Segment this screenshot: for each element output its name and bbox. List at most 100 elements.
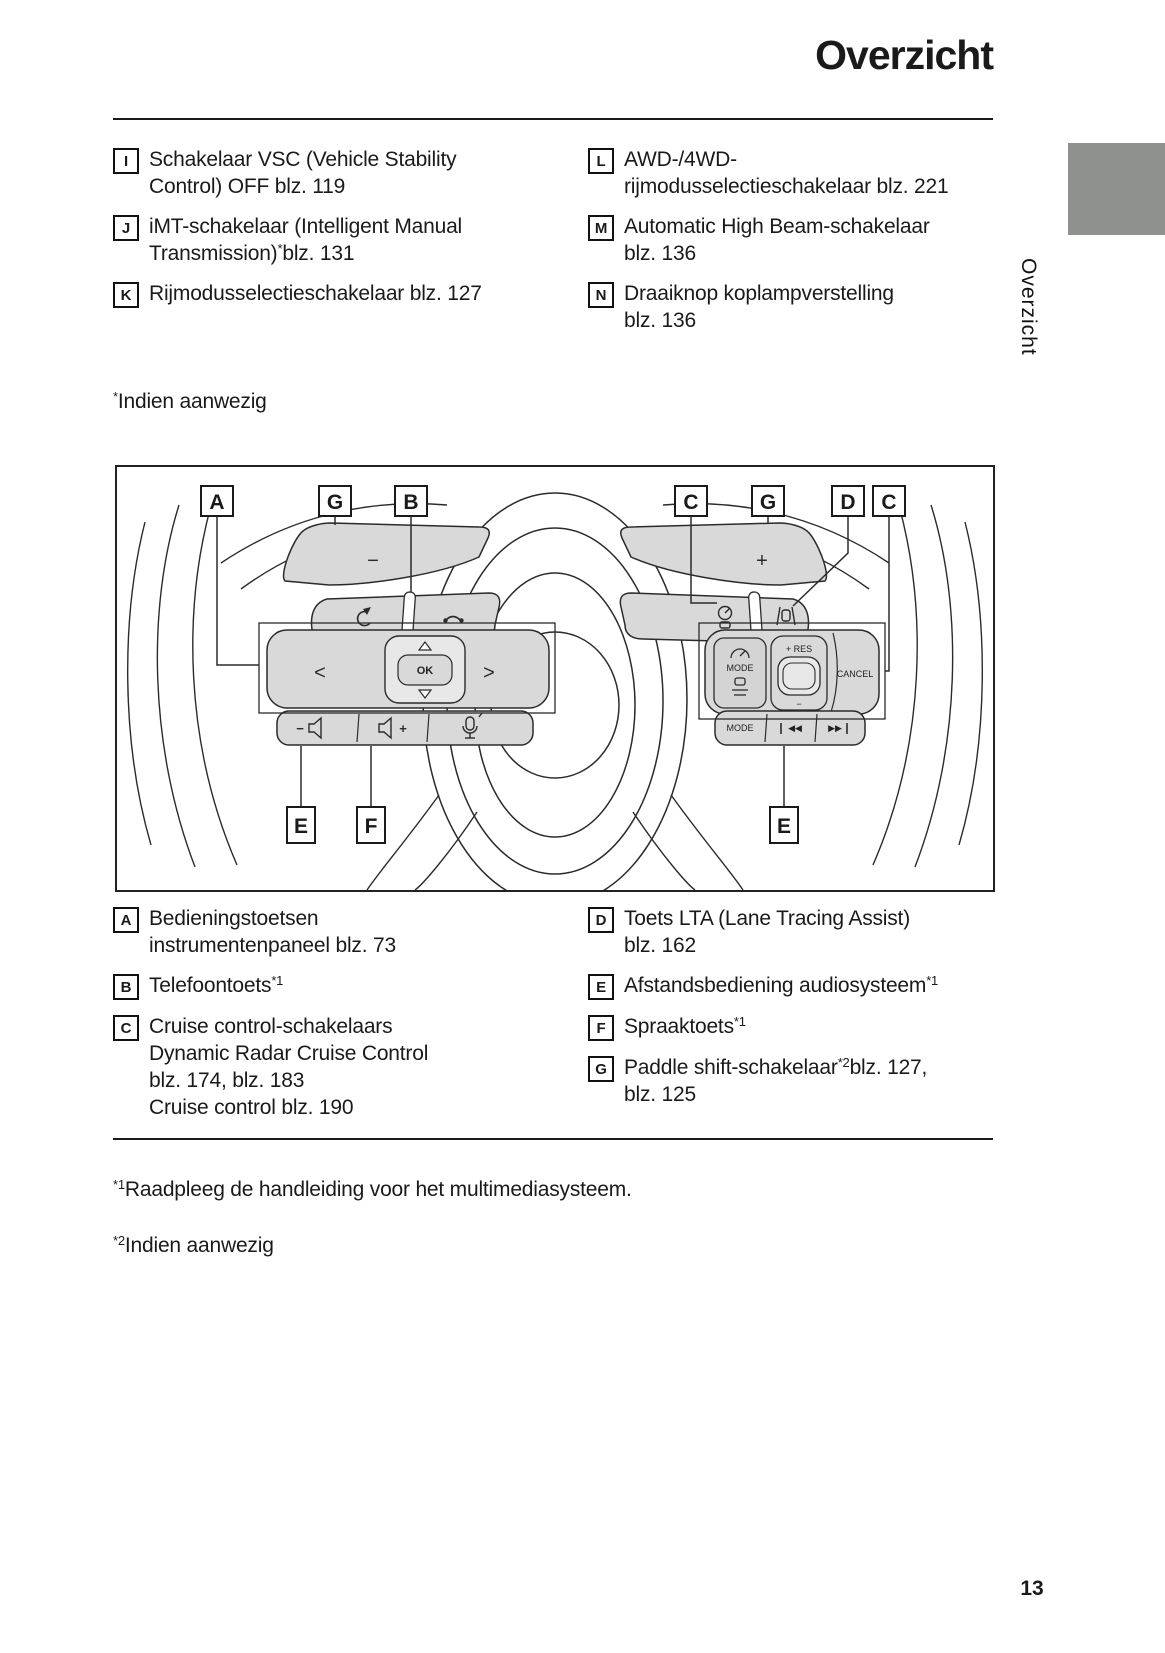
- paddle-shift-up: [619, 522, 828, 586]
- vehicle-distance-icon: [732, 677, 748, 696]
- next-track-icon: ▶▶: [828, 723, 842, 733]
- legend-text: Rijmodusselectieschakelaar blz. 127: [149, 282, 482, 305]
- speaker-icon: [308, 716, 322, 740]
- legend-key-box: K: [113, 282, 139, 308]
- footnote-1: *1Raadpleeg de handleiding voor het mult…: [113, 1177, 632, 1201]
- legend-key-box: A: [113, 907, 139, 933]
- footnote-2: *2Indien aanwezig: [113, 1233, 274, 1257]
- legend-key-box: G: [588, 1056, 614, 1082]
- asterisk-note: *Indien aanwezig: [113, 389, 267, 413]
- svg-text:D: D: [840, 491, 855, 514]
- lane-tracing-assist-icon: [776, 606, 796, 626]
- paddle-minus-label: −: [367, 550, 379, 572]
- svg-text:E: E: [777, 815, 791, 838]
- ok-button: [397, 654, 453, 686]
- chapter-tab-marker: [1068, 143, 1165, 235]
- steering-wheel-rim: [126, 494, 984, 890]
- cancel-label: CANCEL: [837, 669, 874, 679]
- steering-wheel-diagram: − + < > OK: [126, 485, 984, 890]
- cruise-assist-icon: [717, 605, 733, 629]
- divider-bottom: [113, 1138, 993, 1140]
- cruise-mode-label: MODE: [727, 663, 754, 673]
- legend-item: E Afstandsbediening audiosysteem*1: [588, 972, 998, 1000]
- chevron-left-icon: <: [314, 662, 326, 684]
- callout-B: B: [394, 485, 428, 517]
- callout-D: D: [831, 485, 865, 517]
- legend-text: Telefoontoets*1: [149, 973, 284, 997]
- legend-key-box: L: [588, 148, 614, 174]
- legend-item: D Toets LTA (Lane Tracing Assist)blz. 162: [588, 905, 998, 959]
- volume-down-label: −: [296, 721, 304, 736]
- callout-C-2: C: [872, 485, 906, 517]
- svg-text:G: G: [760, 491, 776, 514]
- svg-text:E: E: [294, 815, 308, 838]
- volume-up-label: +: [399, 721, 407, 736]
- svg-text:B: B: [403, 491, 418, 514]
- callout-G-right: G: [751, 485, 785, 517]
- svg-text:C: C: [881, 491, 896, 514]
- ok-label: OK: [417, 665, 434, 677]
- plus-res-label: + RES: [786, 644, 812, 654]
- callout-F: F: [356, 806, 386, 844]
- audio-button-bar: [276, 710, 534, 746]
- media-mode-label: MODE: [727, 723, 754, 733]
- legend-key-box: J: [113, 215, 139, 241]
- voice-talk-icon: [462, 712, 483, 739]
- legend-text: Toets LTA (Lane Tracing Assist)blz. 162: [624, 907, 910, 957]
- callout-E-right: E: [769, 806, 799, 844]
- legend-key-box: D: [588, 907, 614, 933]
- legend-item: B Telefoontoets*1: [113, 972, 583, 1000]
- legend-text: Paddle shift-schakelaar*2blz. 127,blz. 1…: [624, 1055, 928, 1106]
- arrow-up-icon: [417, 641, 433, 651]
- legend-text: Spraaktoets*1: [624, 1014, 746, 1038]
- legend-key-box: M: [588, 215, 614, 241]
- bottom-legend-right-column: D Toets LTA (Lane Tracing Assist)blz. 162…: [588, 905, 998, 1121]
- callout-C-1: C: [674, 485, 708, 517]
- callout-boxes-top: A G B C G D C: [200, 485, 906, 517]
- rocker-minus-label: −: [796, 699, 801, 709]
- previous-track-icon: ◀◀: [788, 723, 802, 733]
- legend-key-box: N: [588, 282, 614, 308]
- arrow-down-icon: [417, 689, 433, 699]
- chevron-right-icon: >: [483, 662, 495, 684]
- speedometer-icon: [730, 648, 750, 659]
- legend-item: K Rijmodusselectieschakelaar blz. 127: [113, 280, 583, 308]
- steering-wheel-figure: − + < > OK: [115, 465, 995, 892]
- legend-key-box: B: [113, 974, 139, 1000]
- back-icon: [356, 607, 371, 627]
- svg-text:F: F: [365, 815, 378, 838]
- legend-key-box: I: [113, 148, 139, 174]
- legend-key-box: E: [588, 974, 614, 1000]
- callout-leader-lines: [216, 516, 890, 807]
- legend-key-box: C: [113, 1015, 139, 1041]
- svg-text:A: A: [209, 491, 224, 514]
- callout-A: A: [200, 485, 234, 517]
- svg-text:C: C: [683, 491, 698, 514]
- chapter-tab-label: Overzicht: [1017, 258, 1040, 356]
- callout-boxes-bottom: E F E: [286, 806, 799, 844]
- speaker-icon: [378, 716, 392, 740]
- legend-item: G Paddle shift-schakelaar*2blz. 127,blz. …: [588, 1054, 998, 1108]
- callout-G-left: G: [318, 485, 352, 517]
- divider-top: [113, 118, 993, 120]
- paddle-plus-label: +: [756, 550, 768, 572]
- svg-text:G: G: [327, 491, 343, 514]
- legend-text: Afstandsbediening audiosysteem*1: [624, 973, 939, 997]
- page-number: 13: [1020, 1577, 1044, 1600]
- paddle-shift-down: [282, 522, 491, 586]
